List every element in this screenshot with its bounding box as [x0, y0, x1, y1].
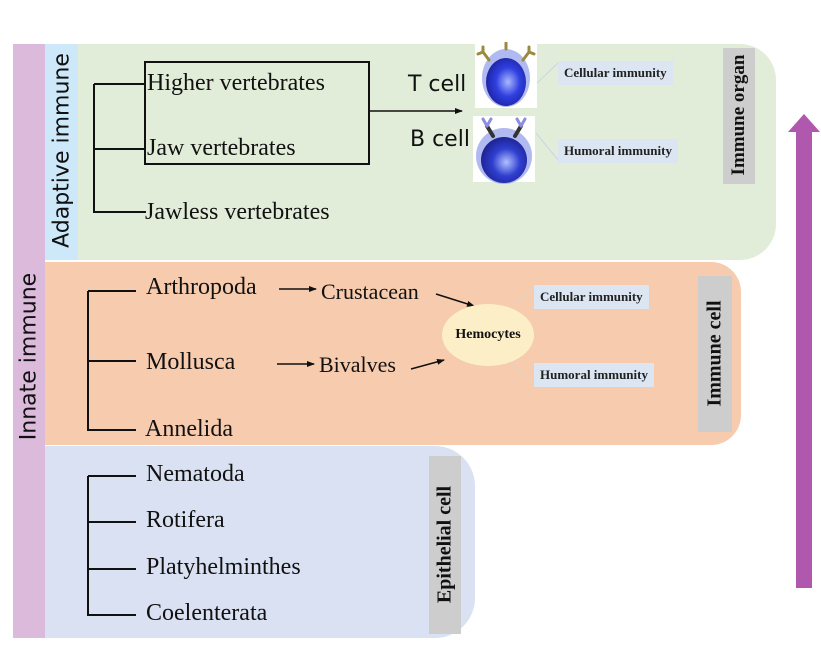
crustacean-to-hemocytes-arrow [435, 293, 475, 307]
innate-tree-bracket [87, 290, 136, 431]
innate-immune-bar: Innate immune [13, 44, 45, 638]
epithelial-cell-label: Epithelial cell [433, 485, 456, 604]
t-cell-label: T cell [408, 72, 467, 97]
hemocytes-humoral-tag: Humoral immunity [534, 363, 654, 387]
hemocytes-to-cellular-line [511, 285, 535, 307]
organism-jaw-vertebrates: Jaw vertebrates [147, 135, 296, 161]
immune-cell-label: Immune cell [703, 300, 726, 407]
epithelial-cell-box: Epithelial cell [429, 456, 461, 634]
t-cell-callout-line [535, 62, 559, 85]
adaptive-immune-bar: Adaptive immune [45, 44, 78, 260]
representative-crustacean: Crustacean [321, 279, 419, 304]
jaw-vertebrates-box [144, 61, 370, 165]
organism-jawless-vertebrates: Jawless vertebrates [145, 199, 330, 225]
hemocytes-cellular-tag: Cellular immunity [534, 285, 649, 309]
hemocytes-hub: Hemocytes [442, 304, 534, 366]
organism-arthropoda: Arthropoda [146, 274, 257, 300]
b-cell-icon [473, 116, 535, 184]
t-cell-icon [475, 41, 537, 108]
hemocytes-label: Hemocytes [455, 327, 521, 342]
b-cell-function-tag: Humoral immunity [558, 139, 678, 163]
b-cell-callout-line [535, 132, 559, 161]
adaptive-tree-bracket [93, 83, 146, 213]
organism-nematoda: Nematoda [146, 461, 245, 487]
organism-coelenterata: Coelenterata [146, 600, 268, 626]
t-cell-function-tag: Cellular immunity [558, 61, 673, 85]
organism-mollusca: Mollusca [146, 349, 236, 375]
organism-rotifera: Rotifera [146, 507, 225, 533]
bivalves-to-hemocytes-arrow [410, 358, 445, 370]
immune-organ-box: Immune organ [723, 48, 755, 184]
epithelial-tree-bracket [87, 475, 136, 616]
representative-bivalves: Bivalves [319, 352, 396, 377]
b-cell-label: B cell [410, 127, 470, 152]
hemocytes-to-humoral-line [511, 363, 535, 386]
immune-organ-label: Immune organ [728, 54, 749, 176]
organism-higher-vertebrates: Higher vertebrates [147, 70, 325, 96]
epithelial-cell-panel [45, 446, 475, 638]
immune-cell-box: Immune cell [698, 276, 732, 432]
organism-annelida: Annelida [145, 416, 233, 442]
evolution-up-arrow-icon [788, 114, 820, 588]
organism-platyhelminthes: Platyhelminthes [146, 554, 301, 580]
